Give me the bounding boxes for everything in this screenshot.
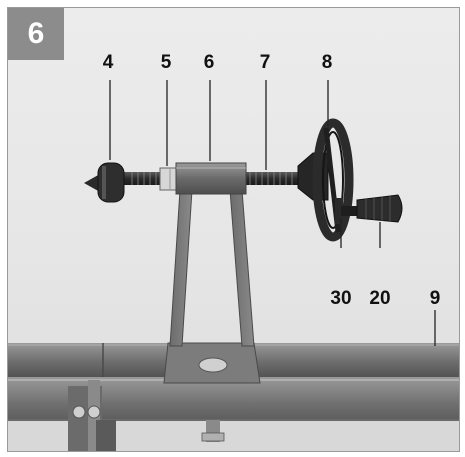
callout-8: 8 (321, 52, 333, 73)
callout-4: 4 (102, 52, 114, 73)
figure-frame: 6 4 5 6 7 8 30 20 9 (7, 7, 460, 452)
callout-7: 7 (259, 52, 271, 73)
callout-5: 5 (160, 52, 172, 73)
callout-9: 9 (429, 288, 441, 309)
tailstock-photo (8, 80, 459, 451)
callout-6: 6 (203, 52, 215, 73)
callout-20: 20 (369, 288, 391, 309)
callout-30: 30 (330, 288, 352, 309)
figure-number-badge: 6 (8, 8, 64, 60)
